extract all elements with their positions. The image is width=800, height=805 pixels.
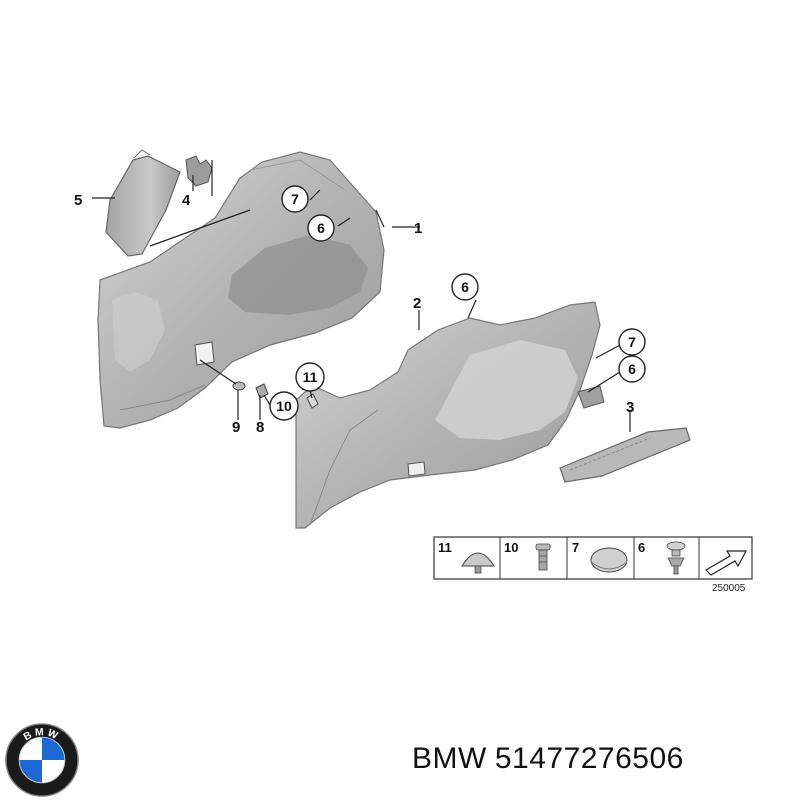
arrow-icon: [705, 550, 747, 576]
label-part-5: 5: [74, 192, 82, 209]
svg-text:BMW: BMW: [22, 727, 62, 743]
legend-icon-7: [590, 547, 628, 573]
legend-icon-10: [535, 543, 551, 571]
part-2-right-trim-panel: [295, 301, 605, 529]
label-part-2: 2: [413, 295, 421, 312]
callout-10-text: 10: [276, 398, 292, 414]
callout-6-right-text: 6: [628, 361, 636, 377]
part-5-cover: [105, 149, 181, 257]
label-part-1: 1: [414, 220, 422, 237]
callout-7-upper: 7: [281, 185, 309, 213]
part-8-clip: [255, 383, 269, 399]
legend-icon-11: [461, 552, 495, 574]
leader-lines: [92, 160, 631, 432]
bmw-logo-icon: BMW: [5, 723, 79, 797]
callout-11: 11: [295, 362, 325, 392]
legend-label-7: 7: [572, 540, 579, 555]
footer-brand: BMW: [412, 742, 487, 775]
legend-label-10: 10: [504, 540, 518, 555]
callout-11-text: 11: [303, 369, 318, 385]
callout-6-middle: 6: [451, 273, 479, 301]
legend-label-6: 6: [638, 540, 645, 555]
callout-10: 10: [269, 391, 299, 421]
callout-7-right-text: 7: [628, 334, 636, 350]
footer-part-number: 51477276506: [494, 742, 684, 775]
label-part-9: 9: [232, 419, 240, 436]
callout-6-upper-text: 6: [317, 220, 325, 236]
label-part-8: 8: [256, 419, 264, 436]
legend-label-11: 11: [438, 540, 452, 555]
callout-6-upper: 6: [307, 214, 335, 242]
callout-7-upper-text: 7: [291, 191, 299, 207]
diagram-reference-code: 250005: [712, 583, 746, 594]
fastener-legend: 11 10 7 6: [433, 536, 753, 580]
callout-6-middle-text: 6: [461, 279, 469, 295]
callout-6-right: 6: [618, 355, 646, 383]
part-3-strip: [559, 427, 691, 483]
legend-icon-6: [666, 541, 686, 575]
part-4-bracket: [185, 155, 213, 187]
label-part-4: 4: [182, 192, 191, 209]
label-part-3: 3: [626, 399, 634, 416]
callout-7-right: 7: [618, 328, 646, 356]
